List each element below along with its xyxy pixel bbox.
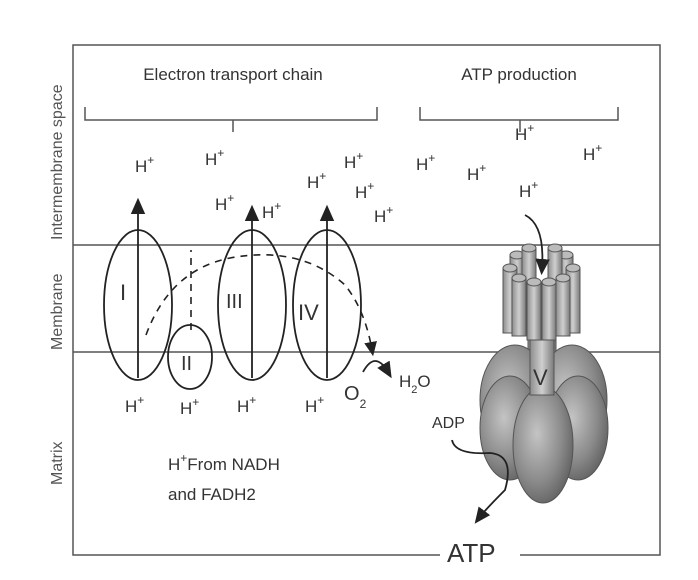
atp-production-label: ATP production xyxy=(461,65,577,84)
oxygen-to-water-arrow xyxy=(362,360,392,379)
adp-label: ADP xyxy=(432,415,465,432)
intermembrane-space-label: Intermembrane space xyxy=(49,84,66,240)
matrix-label: Matrix xyxy=(49,441,66,485)
svg-text:H+: H+ xyxy=(355,179,374,202)
svg-text:H+: H+ xyxy=(374,203,393,226)
complex-IV: IV xyxy=(292,204,362,381)
svg-text:H+: H+ xyxy=(519,178,538,201)
electron-path-dashed xyxy=(145,254,377,357)
svg-text:H+: H+ xyxy=(583,141,602,164)
proton-inflow-arrow xyxy=(524,214,550,276)
water-label: H2O xyxy=(399,372,431,396)
c-ring-cylinders xyxy=(502,243,581,341)
atp-synthase-complex-V: V xyxy=(479,214,609,504)
svg-text:H+: H+ xyxy=(262,199,281,222)
complex-II: II xyxy=(167,324,213,390)
svg-text:H+: H+ xyxy=(135,153,154,176)
svg-text:H+: H+ xyxy=(307,169,326,192)
svg-text:V: V xyxy=(533,365,548,390)
svg-text:IV: IV xyxy=(298,300,319,325)
atp-label: ATP xyxy=(447,538,496,568)
svg-text:H+: H+ xyxy=(515,121,534,144)
lobes xyxy=(479,344,609,504)
protons-matrix: H+ H+ H+ H+ xyxy=(125,393,324,418)
atp-production-bracket xyxy=(419,107,619,132)
svg-text:H+: H+ xyxy=(416,151,435,174)
svg-text:III: III xyxy=(226,291,243,313)
svg-text:H+: H+ xyxy=(467,161,486,184)
svg-text:H+: H+ xyxy=(344,149,363,172)
complex-I: I xyxy=(103,197,173,381)
svg-text:H+: H+ xyxy=(237,393,256,416)
svg-text:H+: H+ xyxy=(180,395,199,418)
complex-III: III xyxy=(217,204,287,381)
adp-to-atp-arrow xyxy=(451,439,509,524)
etc-bracket xyxy=(84,107,378,132)
svg-text:H+: H+ xyxy=(215,191,234,214)
source-note-line2: and FADH2 xyxy=(168,485,256,504)
oxygen-label: O2 xyxy=(344,383,367,411)
membrane-label: Membrane xyxy=(49,273,66,350)
protons-intermembrane: H+ H+ H+ H+ H+ H+ H+ H+ H+ H+ H+ H+ H+ xyxy=(135,121,602,226)
source-note-line1: H+From NADH xyxy=(168,451,280,474)
etc-label: Electron transport chain xyxy=(143,65,323,84)
svg-text:H+: H+ xyxy=(125,393,144,416)
svg-text:H+: H+ xyxy=(305,393,324,416)
svg-text:I: I xyxy=(120,280,126,305)
svg-text:II: II xyxy=(181,353,192,375)
svg-text:H+: H+ xyxy=(205,146,224,169)
